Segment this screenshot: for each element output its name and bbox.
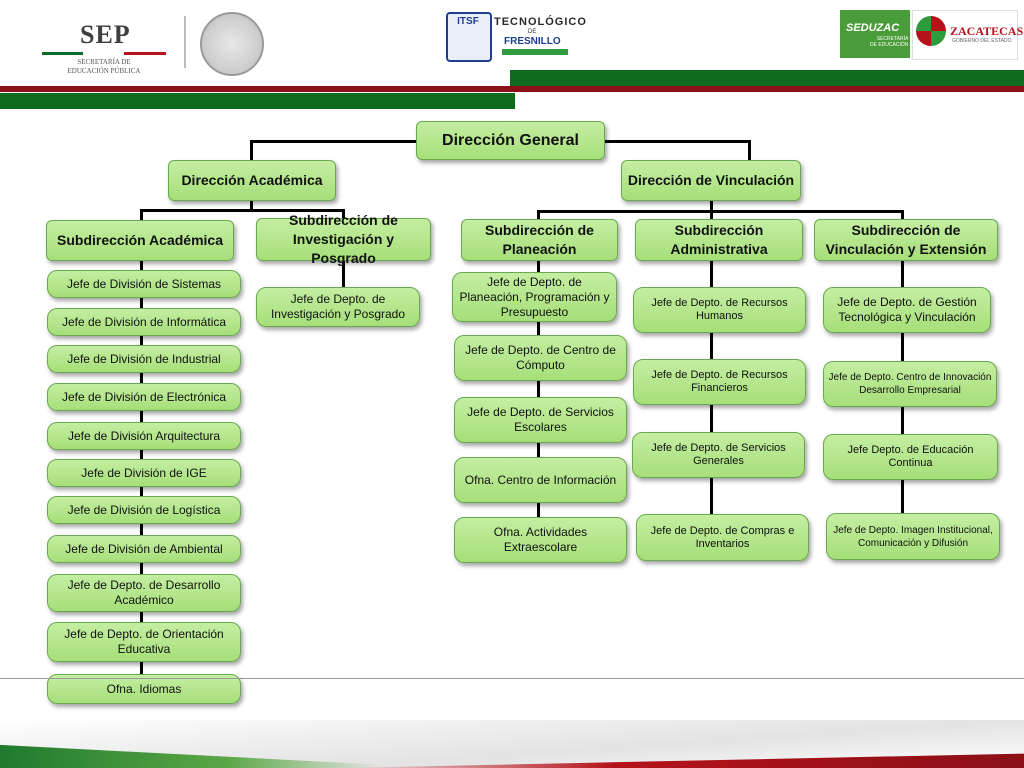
connector (342, 258, 345, 288)
node-jefe-division: Jefe de División de Industrial (47, 345, 241, 373)
connector (250, 140, 253, 162)
seduzac-subtitle-line2: DE EDUCACIÓN (870, 42, 909, 48)
sep-logo-title: SEP (80, 20, 131, 49)
sep-logo-tricolor-bar (42, 52, 166, 55)
connector (710, 210, 713, 222)
node-jefe-depto: Jefe de Depto. de Servicios Escolares (454, 397, 627, 443)
node-subdireccion-academica: Subdirección Académica (46, 220, 234, 261)
sep-subtitle-line2: EDUCACIÓN PÚBLICA (67, 67, 141, 75)
node-jefe-depto: Jefe de Depto. de Recursos Financieros (633, 359, 806, 405)
sep-subtitle-line1: SECRETARÍA DE (77, 58, 131, 66)
connector (537, 210, 904, 213)
node-jefe-division: Jefe de División de Electrónica (47, 383, 241, 411)
node-jefe-division: Jefe de División de Informática (47, 308, 241, 336)
connector (748, 140, 751, 162)
header-stripe-red (0, 86, 1024, 92)
node-jefe-depto: Jefe de Depto. de Centro de Cómputo (454, 335, 627, 381)
connector (250, 200, 253, 210)
node-jefe-division: Jefe de División de Ambiental (47, 535, 241, 563)
itsf-name-line2: DE (528, 29, 537, 35)
seduzac-title: SEDUZAC (846, 22, 900, 34)
connector (342, 209, 345, 221)
node-jefe-division: Jefe de División de IGE (47, 459, 241, 487)
node-jefe-division: Jefe de División de Sistemas (47, 270, 241, 298)
node-direccion-general: Dirección General (416, 121, 605, 160)
node-subdireccion-planeacion: Subdirección de Planeación (461, 219, 618, 261)
seduzac-logo (840, 10, 910, 58)
itsf-name-line3: FRESNILLO (504, 36, 561, 47)
itsf-name-line1: TECNOLÓGICO (494, 16, 587, 28)
sep-logo-subtitle: SECRETARÍA DE EDUCACIÓN PÚBLICA (42, 58, 166, 76)
zacatecas-swirl-icon (916, 16, 946, 46)
node-jefe-division: Jefe de División Arquitectura (47, 422, 241, 450)
header-stripe-green-right (510, 70, 1024, 86)
node-jefe-depto: Jefe de Depto. de Recursos Humanos (633, 287, 806, 333)
node-jefe-depto: Jefe de Depto. de Planeación, Programaci… (452, 272, 617, 322)
zacatecas-subtitle: GOBIERNO DEL ESTADO (952, 38, 1012, 44)
connector (537, 210, 540, 222)
connector (140, 209, 143, 221)
itsf-badge-text: ITSF (457, 16, 479, 27)
header-stripe-green-left (0, 93, 515, 109)
node-jefe-depto: Jefe de Depto. Imagen Institucional, Com… (826, 513, 1000, 560)
seduzac-subtitle-line1: SECRETARÍA (876, 36, 909, 42)
itsf-green-bar (502, 49, 568, 55)
node-jefe-depto: Jefe de Depto. de Compras e Inventarios (636, 514, 809, 561)
seduzac-subtitle: SECRETARÍA DE EDUCACIÓN (870, 36, 908, 48)
node-jefe-depto: Jefe de Depto. de Gestión Tecnológica y … (823, 287, 991, 333)
node-jefe-depto: Jefe de Depto. Centro de Innovación Desa… (823, 361, 997, 407)
node-subdireccion-vinculacion: Subdirección de Vinculación y Extensión (814, 219, 998, 261)
node-oficina: Ofna. Centro de Información (454, 457, 627, 503)
connector (901, 210, 904, 222)
node-oficina: Ofna. Idiomas (47, 674, 241, 704)
node-direccion-vinculacion: Dirección de Vinculación (621, 160, 801, 201)
node-subdireccion-investigacion: Subdirección de Investigación y Posgrado (256, 212, 431, 266)
node-oficina: Ofna. Actividades Extraescolare (454, 517, 627, 563)
footer-divider (0, 678, 1024, 679)
node-direccion-academica: Dirección Académica (168, 160, 336, 201)
connector (710, 200, 713, 212)
node-jefe-depto: Jefe de Depto. de Orientación Educativa (47, 622, 241, 662)
node-jefe-division: Jefe de División de Logística (47, 496, 241, 524)
zacatecas-title: ZACATECAS (950, 24, 1024, 38)
node-jefe-depto: Jefe de Depto. de Servicios Generales (632, 432, 805, 478)
mexico-seal-icon (200, 12, 264, 76)
itsf-logo-icon (446, 12, 492, 62)
header-divider (184, 16, 186, 68)
node-jefe-depto: Jefe de Depto. de Desarrollo Académico (47, 574, 241, 612)
node-subdireccion-administrativa: Subdirección Administrativa (635, 219, 803, 261)
connector (140, 209, 345, 212)
node-jefe-depto: Jefe de Depto. de Investigación y Posgra… (256, 287, 420, 327)
node-jefe-depto: Jefe Depto. de Educación Continua (823, 434, 998, 480)
